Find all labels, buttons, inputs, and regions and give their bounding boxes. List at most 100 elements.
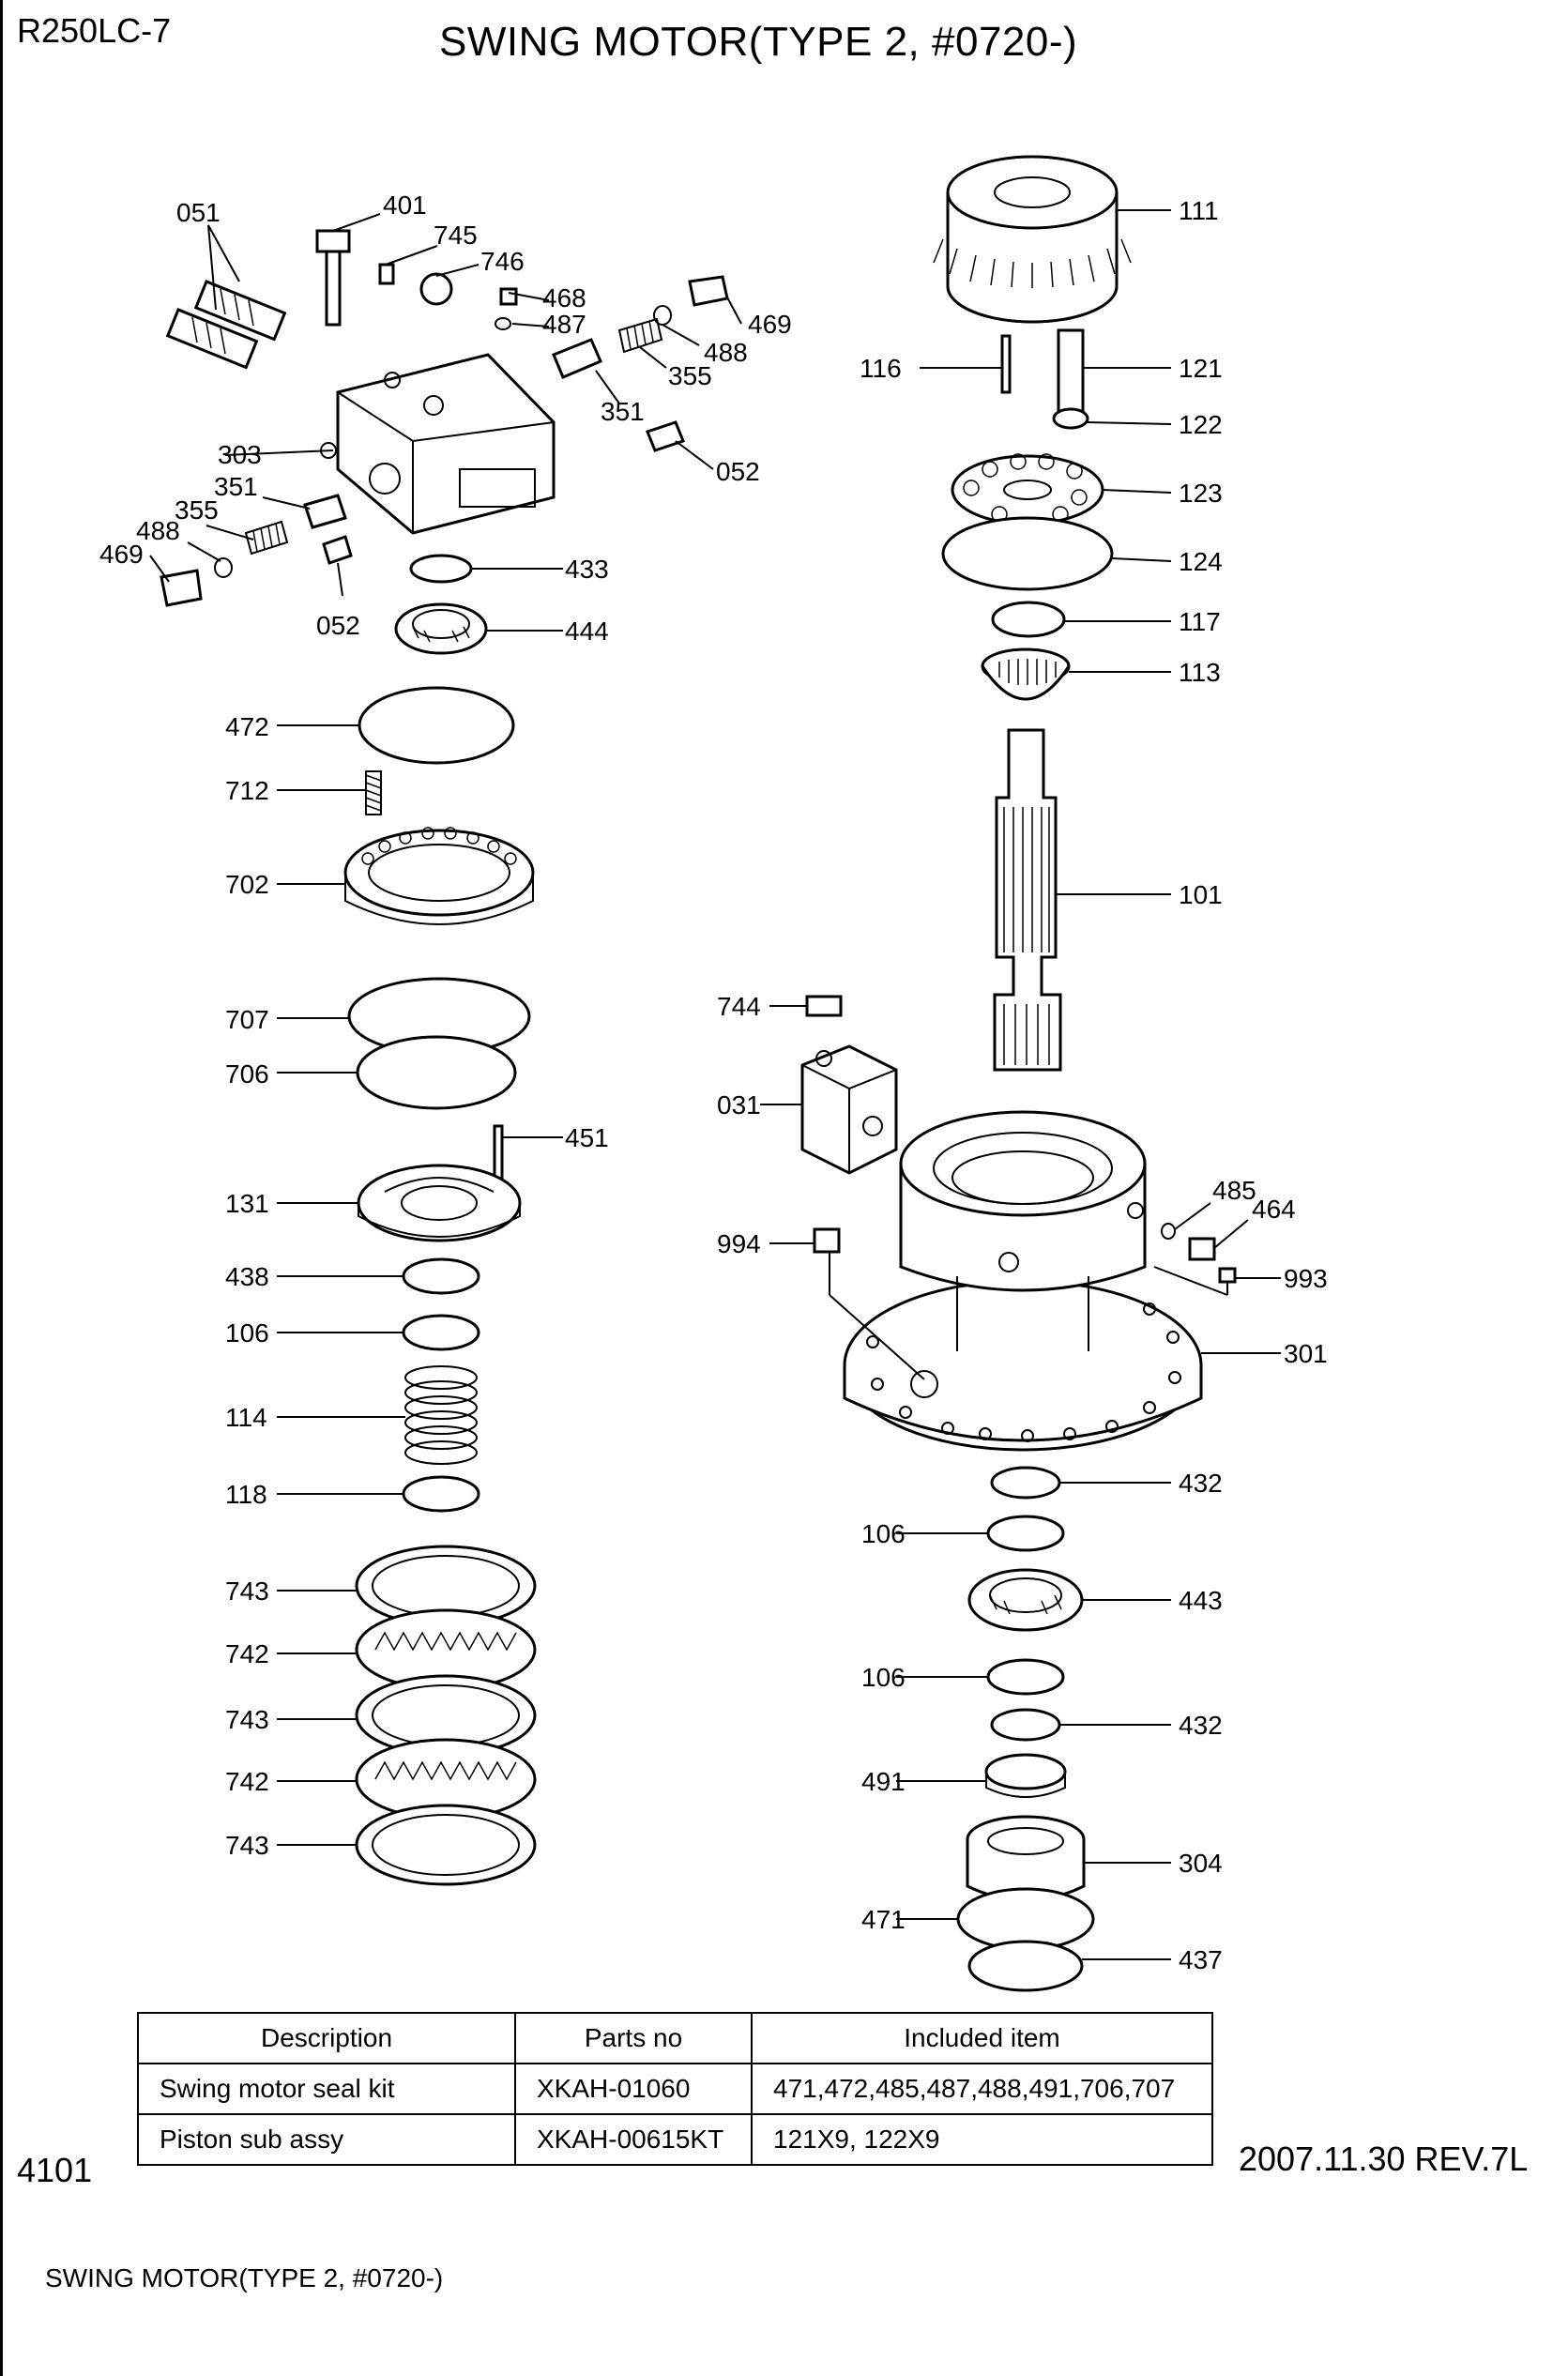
connector-051-pair	[165, 280, 287, 370]
callout-304: 304	[1179, 1849, 1223, 1878]
callout-745: 745	[434, 221, 478, 250]
callout-488-upper: 488	[704, 338, 748, 367]
callout-485: 485	[1212, 1176, 1256, 1205]
callout-742-a: 742	[225, 1639, 269, 1668]
callout-123: 123	[1179, 479, 1223, 508]
callout-052-upper: 052	[716, 457, 760, 486]
row-description: Swing motor seal kit	[137, 2063, 516, 2115]
bearing-444	[394, 602, 488, 655]
row-parts-no: XKAH-01060	[514, 2063, 753, 2115]
callout-438: 438	[225, 1262, 269, 1291]
callout-401: 401	[383, 190, 427, 220]
callout-117: 117	[1179, 607, 1221, 636]
oring-485	[1161, 1223, 1176, 1240]
callout-355-upper: 355	[668, 361, 712, 390]
valve-block-303	[320, 353, 556, 535]
bolt-401-head	[315, 229, 351, 253]
table-row: Swing motor seal kit XKAH-01060 471,472,…	[137, 2063, 1213, 2115]
callout-101: 101	[1179, 880, 1223, 909]
callout-121: 121	[1179, 354, 1223, 383]
check-052-upper	[646, 420, 685, 452]
callout-464: 464	[1252, 1195, 1296, 1224]
page-number: 4101	[17, 2151, 93, 2189]
callout-742-b: 742	[225, 1767, 269, 1796]
callout-052-lower: 052	[316, 611, 360, 640]
header-included-item: Included item	[751, 2012, 1213, 2064]
oring-706	[356, 1035, 517, 1110]
plug-744	[805, 995, 843, 1017]
washer-106-lower-a	[986, 1515, 1065, 1552]
retainer-plate-123	[951, 453, 1104, 525]
washer-106-lower-b	[986, 1658, 1065, 1696]
callout-303: 303	[218, 440, 262, 469]
callout-707: 707	[225, 1005, 269, 1034]
seal-491	[984, 1753, 1067, 1798]
plug-468	[499, 287, 518, 306]
pin-116	[1000, 334, 1012, 394]
spherical-bushing-113	[981, 647, 1071, 701]
ring-117	[991, 601, 1066, 638]
snap-ring-432-upper	[990, 1466, 1061, 1500]
callout-744: 744	[717, 992, 761, 1021]
callout-444: 444	[565, 617, 609, 646]
callout-118: 118	[225, 1480, 267, 1509]
drive-shaft-101	[993, 728, 1062, 1072]
callout-468: 468	[542, 283, 586, 312]
spring-114	[404, 1365, 478, 1465]
washer-106-upper	[402, 1314, 480, 1351]
row-included-item: 121X9, 122X9	[751, 2113, 1213, 2166]
plug-464	[1188, 1237, 1216, 1261]
callout-469-lower: 469	[99, 540, 144, 569]
callout-451: 451	[565, 1123, 609, 1152]
callout-488-lower: 488	[136, 516, 180, 545]
callout-437: 437	[1179, 1945, 1223, 1974]
callout-114: 114	[225, 1403, 267, 1432]
swash-plate-124	[941, 516, 1114, 591]
callout-469-upper: 469	[748, 310, 792, 339]
row-parts-no: XKAH-00615KT	[514, 2113, 753, 2166]
callout-432-lower: 432	[1179, 1711, 1223, 1740]
callout-051: 051	[176, 198, 221, 227]
oring-471	[956, 1887, 1095, 1951]
relief-block-031	[800, 1044, 898, 1175]
callout-106-left: 106	[225, 1318, 269, 1348]
callout-487: 487	[542, 310, 586, 339]
row-included-item: 471,472,485,487,488,491,706,707	[751, 2063, 1213, 2115]
callout-746: 746	[480, 247, 525, 276]
callout-113: 113	[1179, 658, 1221, 687]
callout-355-lower: 355	[175, 495, 219, 525]
plug-994	[813, 1227, 841, 1254]
poppet-351-lower	[303, 494, 347, 529]
callout-106-right-a: 106	[861, 1519, 906, 1548]
callout-712: 712	[225, 776, 269, 805]
callout-351-upper: 351	[601, 397, 645, 426]
valve-plate-131	[357, 1164, 522, 1242]
casing-301	[843, 1110, 1203, 1452]
plug-993	[1218, 1267, 1237, 1284]
table-row: Piston sub assy XKAH-00615KT 121X9, 122X…	[137, 2113, 1213, 2166]
poppet-351-upper	[552, 338, 602, 379]
spring-355-upper	[617, 317, 663, 354]
friction-plate-stack	[355, 1545, 537, 1886]
piston-121	[1057, 328, 1085, 417]
plug-746	[419, 272, 453, 306]
oring-488-lower	[214, 557, 233, 578]
parts-table-header: Description Parts no Included item	[137, 2012, 1213, 2064]
bolt-401	[325, 240, 342, 327]
row-description: Piston sub assy	[137, 2113, 516, 2166]
header-parts-no: Parts no	[514, 2012, 753, 2064]
parts-table: Description Parts no Included item Swing…	[137, 2012, 1213, 2166]
callout-labels: 051 401 745 746 468 487 469 488 355 351 …	[99, 190, 1328, 1974]
callout-743-a: 743	[225, 1576, 269, 1606]
cover-304	[966, 1815, 1086, 1902]
callout-993: 993	[1284, 1264, 1328, 1293]
spring-355-lower	[244, 520, 289, 556]
callout-491: 491	[861, 1767, 906, 1796]
snap-ring-432-lower	[990, 1708, 1061, 1742]
snap-ring-438	[402, 1257, 480, 1295]
callout-472: 472	[225, 712, 269, 741]
check-052-lower	[322, 535, 353, 565]
callout-301: 301	[1284, 1339, 1328, 1368]
brake-piston-702	[343, 827, 535, 925]
